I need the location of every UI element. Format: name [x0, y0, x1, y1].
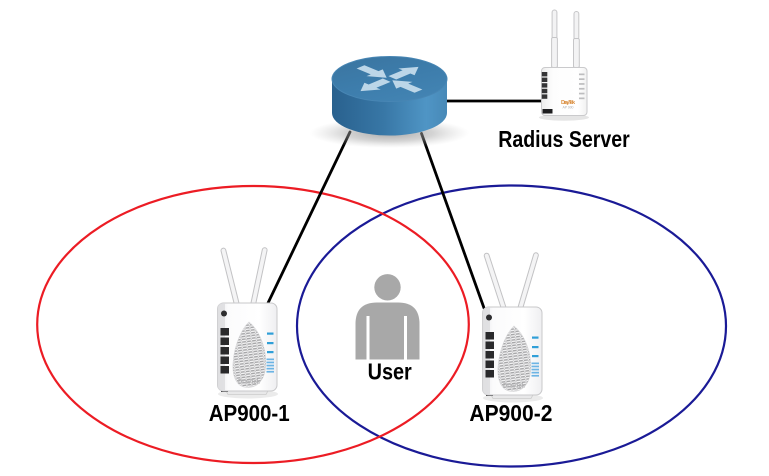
svg-text:AP900-2: AP900-2 [469, 400, 552, 426]
svg-text:User: User [368, 358, 412, 384]
svg-text:AP900-1: AP900-1 [209, 400, 290, 426]
svg-text:Radius Server: Radius Server [498, 126, 630, 152]
